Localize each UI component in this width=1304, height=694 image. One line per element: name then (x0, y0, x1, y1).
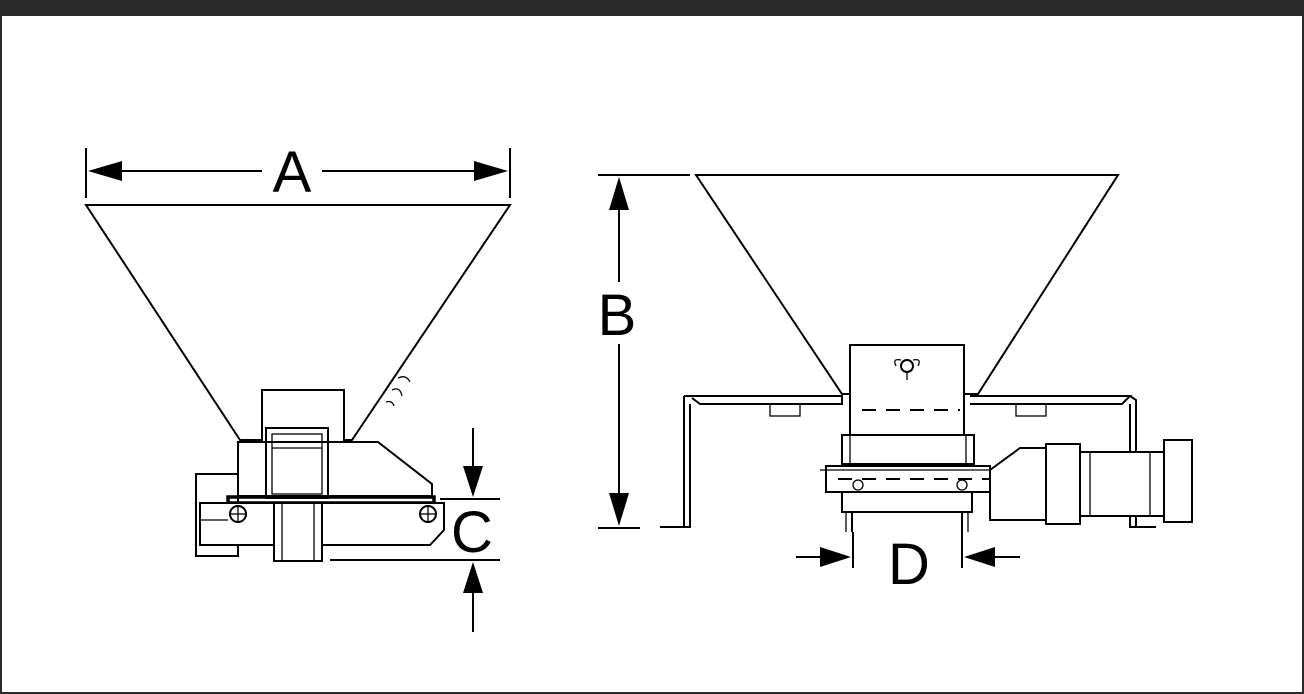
feeder-housing (237, 441, 433, 497)
front-view: A (84, 140, 512, 632)
dimension-c: C (330, 428, 500, 632)
discharge-spout (273, 502, 323, 562)
label-b: B (598, 283, 637, 348)
label-c: C (451, 500, 493, 565)
motor-endcap (1163, 439, 1193, 523)
wing-bolt-icon (385, 376, 411, 407)
hopper-cone-side (694, 174, 1120, 395)
discharge-side (841, 491, 973, 513)
flange-left (684, 395, 843, 405)
feeder-top-block (261, 389, 345, 443)
dimension-a: A (85, 140, 511, 205)
label-d: D (888, 532, 930, 597)
side-view: B (598, 174, 1193, 597)
throat (841, 434, 975, 465)
label-a: A (273, 140, 312, 205)
flange-right (970, 395, 1133, 405)
bolt-left-icon (229, 505, 247, 523)
dimension-b: B (598, 174, 690, 529)
dimension-d: D (796, 532, 1020, 597)
slide-gate (849, 344, 965, 436)
motor-body (1079, 451, 1165, 517)
bolt-right-icon (419, 505, 437, 523)
hopper-cone-front (84, 204, 512, 441)
leg-left (683, 396, 691, 528)
motor-flange (1045, 443, 1081, 525)
wing-nut-icon (894, 358, 920, 380)
motor-adapter (989, 447, 1047, 521)
